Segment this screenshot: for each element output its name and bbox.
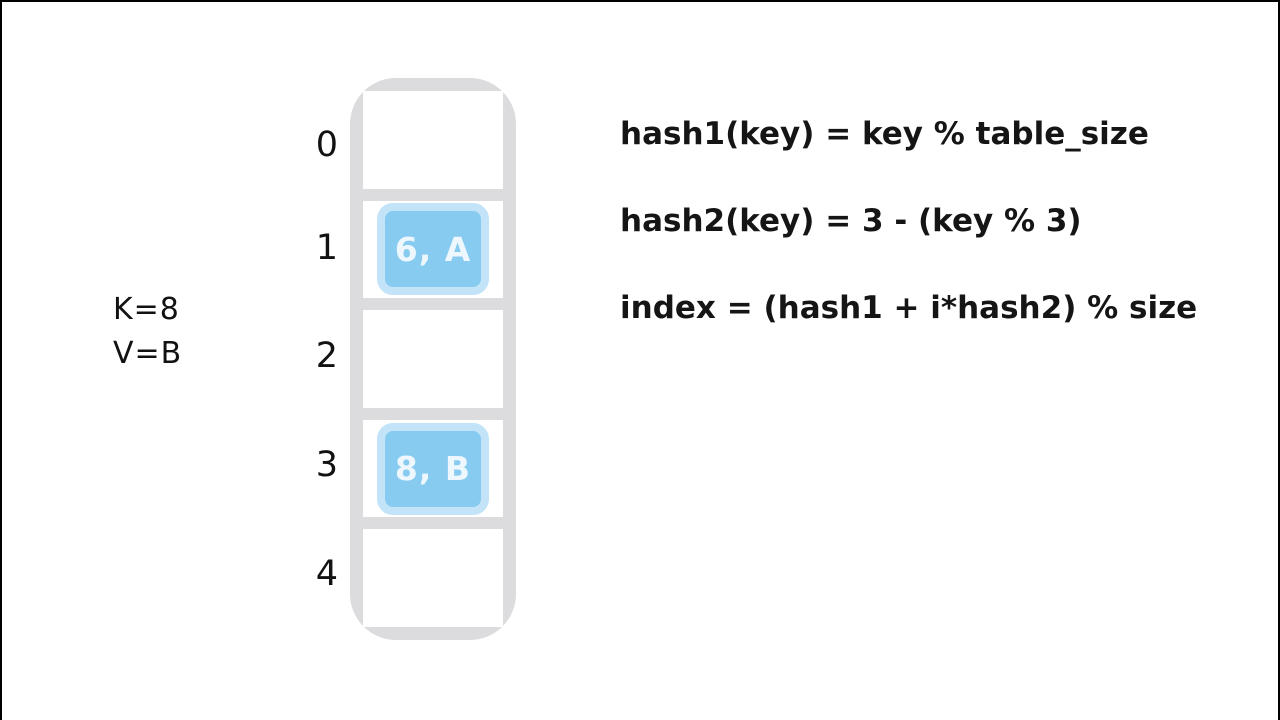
- slot-divider: [363, 517, 503, 530]
- insert-value-text: V=B: [113, 336, 183, 371]
- slot-divider: [363, 188, 503, 201]
- hash-table: 6, A 8, B: [350, 78, 516, 640]
- slot-index-label-2: 2: [315, 336, 338, 376]
- entry-box-slot-1: 6, A: [377, 203, 489, 296]
- slot-index-label-1: 1: [315, 228, 338, 268]
- slot-index-label-4: 4: [315, 554, 338, 594]
- hash-table-slot-0: [363, 91, 503, 189]
- hash-table-slot-1: 6, A: [363, 200, 503, 299]
- hash-table-slot-3: 8, B: [363, 419, 503, 518]
- slot-divider: [363, 298, 503, 311]
- hash-table-slot-2: [363, 310, 503, 408]
- entry-box-slot-3: 8, B: [377, 422, 489, 515]
- formula-hash2: hash2(key) = 3 - (key % 3): [620, 203, 1082, 239]
- insert-key-text: K=8: [113, 292, 180, 327]
- slot-index-label-0: 0: [315, 125, 338, 165]
- insert-kv-label: K=8 V=B: [113, 288, 182, 376]
- formula-hash1: hash1(key) = key % table_size: [620, 116, 1149, 152]
- slot-divider: [363, 407, 503, 420]
- hash-table-slot-4: [363, 529, 503, 627]
- slot-index-label-3: 3: [315, 445, 338, 485]
- formula-index: index = (hash1 + i*hash2) % size: [620, 290, 1198, 326]
